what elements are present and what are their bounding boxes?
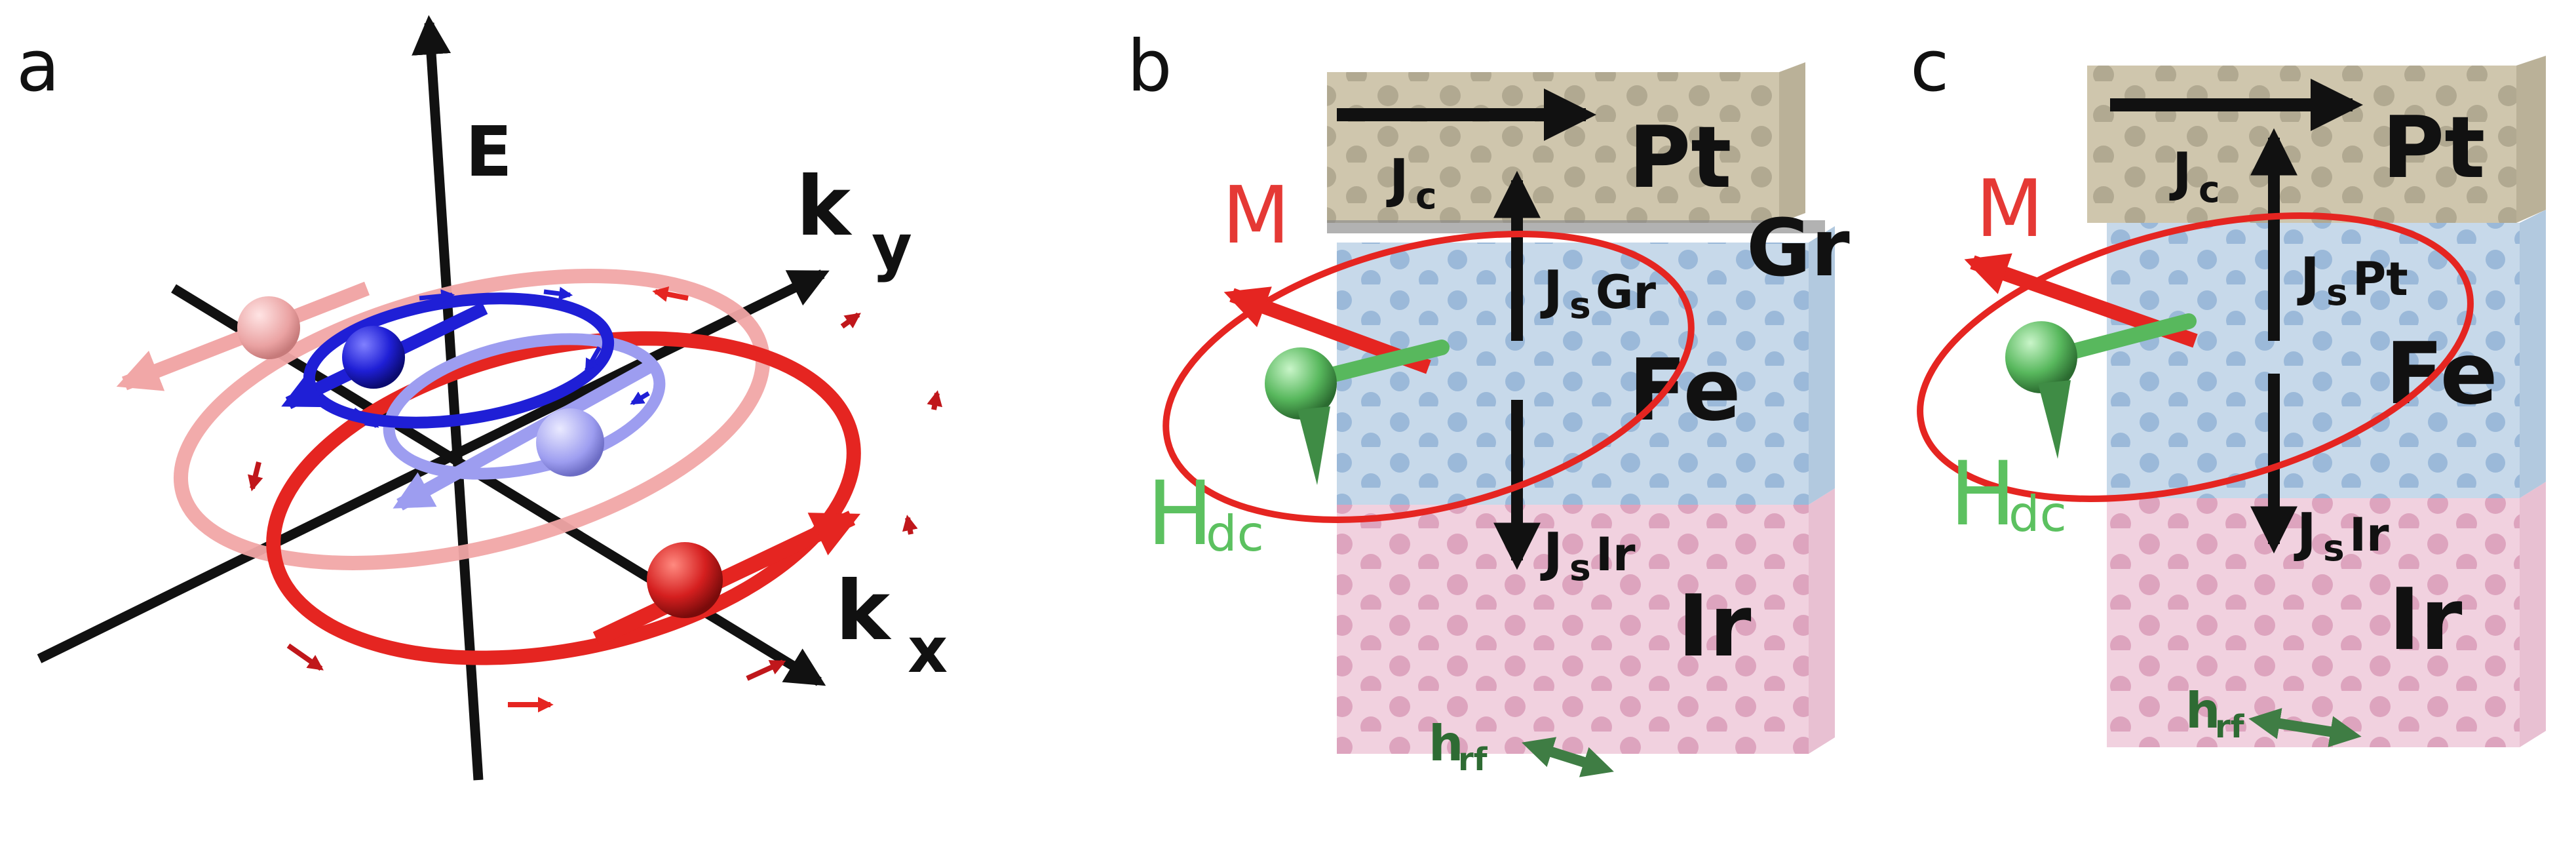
inner-ring-lightblue [383,333,666,480]
magnet-sphere [1265,347,1337,420]
spin-current-top-subscript: s [2326,271,2348,313]
tangent-arrow [584,346,602,373]
panel-b-letter: b [1127,26,1172,108]
panel-a: a E k y k x [16,15,948,781]
magnetization-label: M [1976,164,2044,255]
axis-ky-label: k [796,159,853,254]
pt-block-side [2516,56,2546,223]
dc-field-subscript: dc [2009,485,2067,543]
precession-ring [1163,231,1695,523]
fe-block-side [2520,210,2546,498]
outer-ring-red [266,331,861,665]
spin-sphere-blue [342,326,405,389]
spin-current-top-label: J [1540,260,1563,321]
spin-current-bottom-subscript: s [2323,527,2345,569]
precession-ring [1917,212,2474,502]
ir-block-dots [2107,498,2520,747]
ir-block-side [2520,482,2546,747]
dc-field-label: H [1147,462,1214,565]
tangent-arrow [746,659,786,681]
pt-block-dots [2087,66,2516,223]
tangent-arrow [352,408,379,428]
ir-block-side [1809,488,1835,754]
axis-ky-subscript: y [872,212,912,284]
spin-current-top-suffix: Pt [2353,252,2408,306]
fe-block-side [1809,226,1835,505]
dc-field-subscript: dc [1206,505,1264,562]
panel-c-letter: c [1910,26,1949,108]
pt-block-side [1779,62,1805,223]
tangent-arrow [630,391,650,406]
rf-field-arrow [2248,708,2362,747]
magnet-cone [2038,380,2071,459]
dc-field-label: H [1950,442,2016,545]
tangent-arrow [840,312,861,329]
tangent-arrow [927,390,943,410]
spin-arrow-lightblue [393,361,652,511]
layer-ir [1337,488,1835,754]
panel-c: c Pt Fe Ir J c J s Pt J [1910,26,2546,747]
spin-arrow-red [592,511,861,646]
magnet-sphere [2005,321,2077,393]
tangent-arrow [902,515,918,535]
spin-current-bottom-suffix: Ir [2349,508,2389,562]
panel-b: b Pt Gr Fe Ir J c J s [1127,26,1850,778]
tangent-arrow [286,643,324,671]
axis-e-label: E [465,112,512,192]
tangent-arrow [543,286,573,301]
spin-current-bottom-label: J [2294,502,2316,563]
rf-field-arrow [1522,737,1614,777]
spin-current-bottom-suffix: Ir [1596,528,1636,581]
charge-current-label: J [1386,148,1409,209]
layer-pt-label: Pt [1628,108,1731,207]
spin-sphere-pink [237,296,300,359]
ir-block-dots [1337,505,1809,754]
layer-pt-label: Pt [2382,98,2485,197]
spin-current-top-subscript: s [1569,284,1591,326]
layer-ir-label: Ir [2389,570,2462,669]
charge-current-subscript: c [2199,168,2220,210]
charge-current-subscript: c [1415,175,1437,217]
magnet-cone [1298,406,1330,485]
layer-ir-label: Ir [1678,576,1751,676]
rf-field-label: h [2185,682,2220,739]
tangent-arrow [652,286,689,302]
rf-field-subscript: rf [2215,709,2245,745]
axis-kx-subscript: x [908,615,948,687]
layer-fe-label: Fe [2385,324,2498,423]
spin-current-top-suffix: Gr [1596,265,1656,319]
spin-current-top-label: J [2297,246,2320,307]
spin-current-bottom-label: J [1540,522,1563,583]
spin-sphere-lightblue [536,408,604,477]
tangent-arrow [248,461,263,492]
panel-a-letter: a [16,26,60,108]
spin-current-bottom-subscript: s [1569,547,1591,589]
charge-current-label: J [2169,142,2192,203]
spin-sphere-red [647,542,723,618]
layer-ir [2107,482,2546,747]
magnetization-label: M [1222,170,1290,262]
graphene-interface [1327,220,1825,233]
tangent-arrow [419,289,455,303]
layer-pt [2087,56,2546,223]
layer-gr-label: Gr [1746,203,1850,294]
rf-field-subscript: rf [1458,741,1488,778]
ring-tangent-arrows [248,286,943,713]
axis-kx-label: k [836,564,892,659]
rf-field-label: h [1429,714,1463,772]
